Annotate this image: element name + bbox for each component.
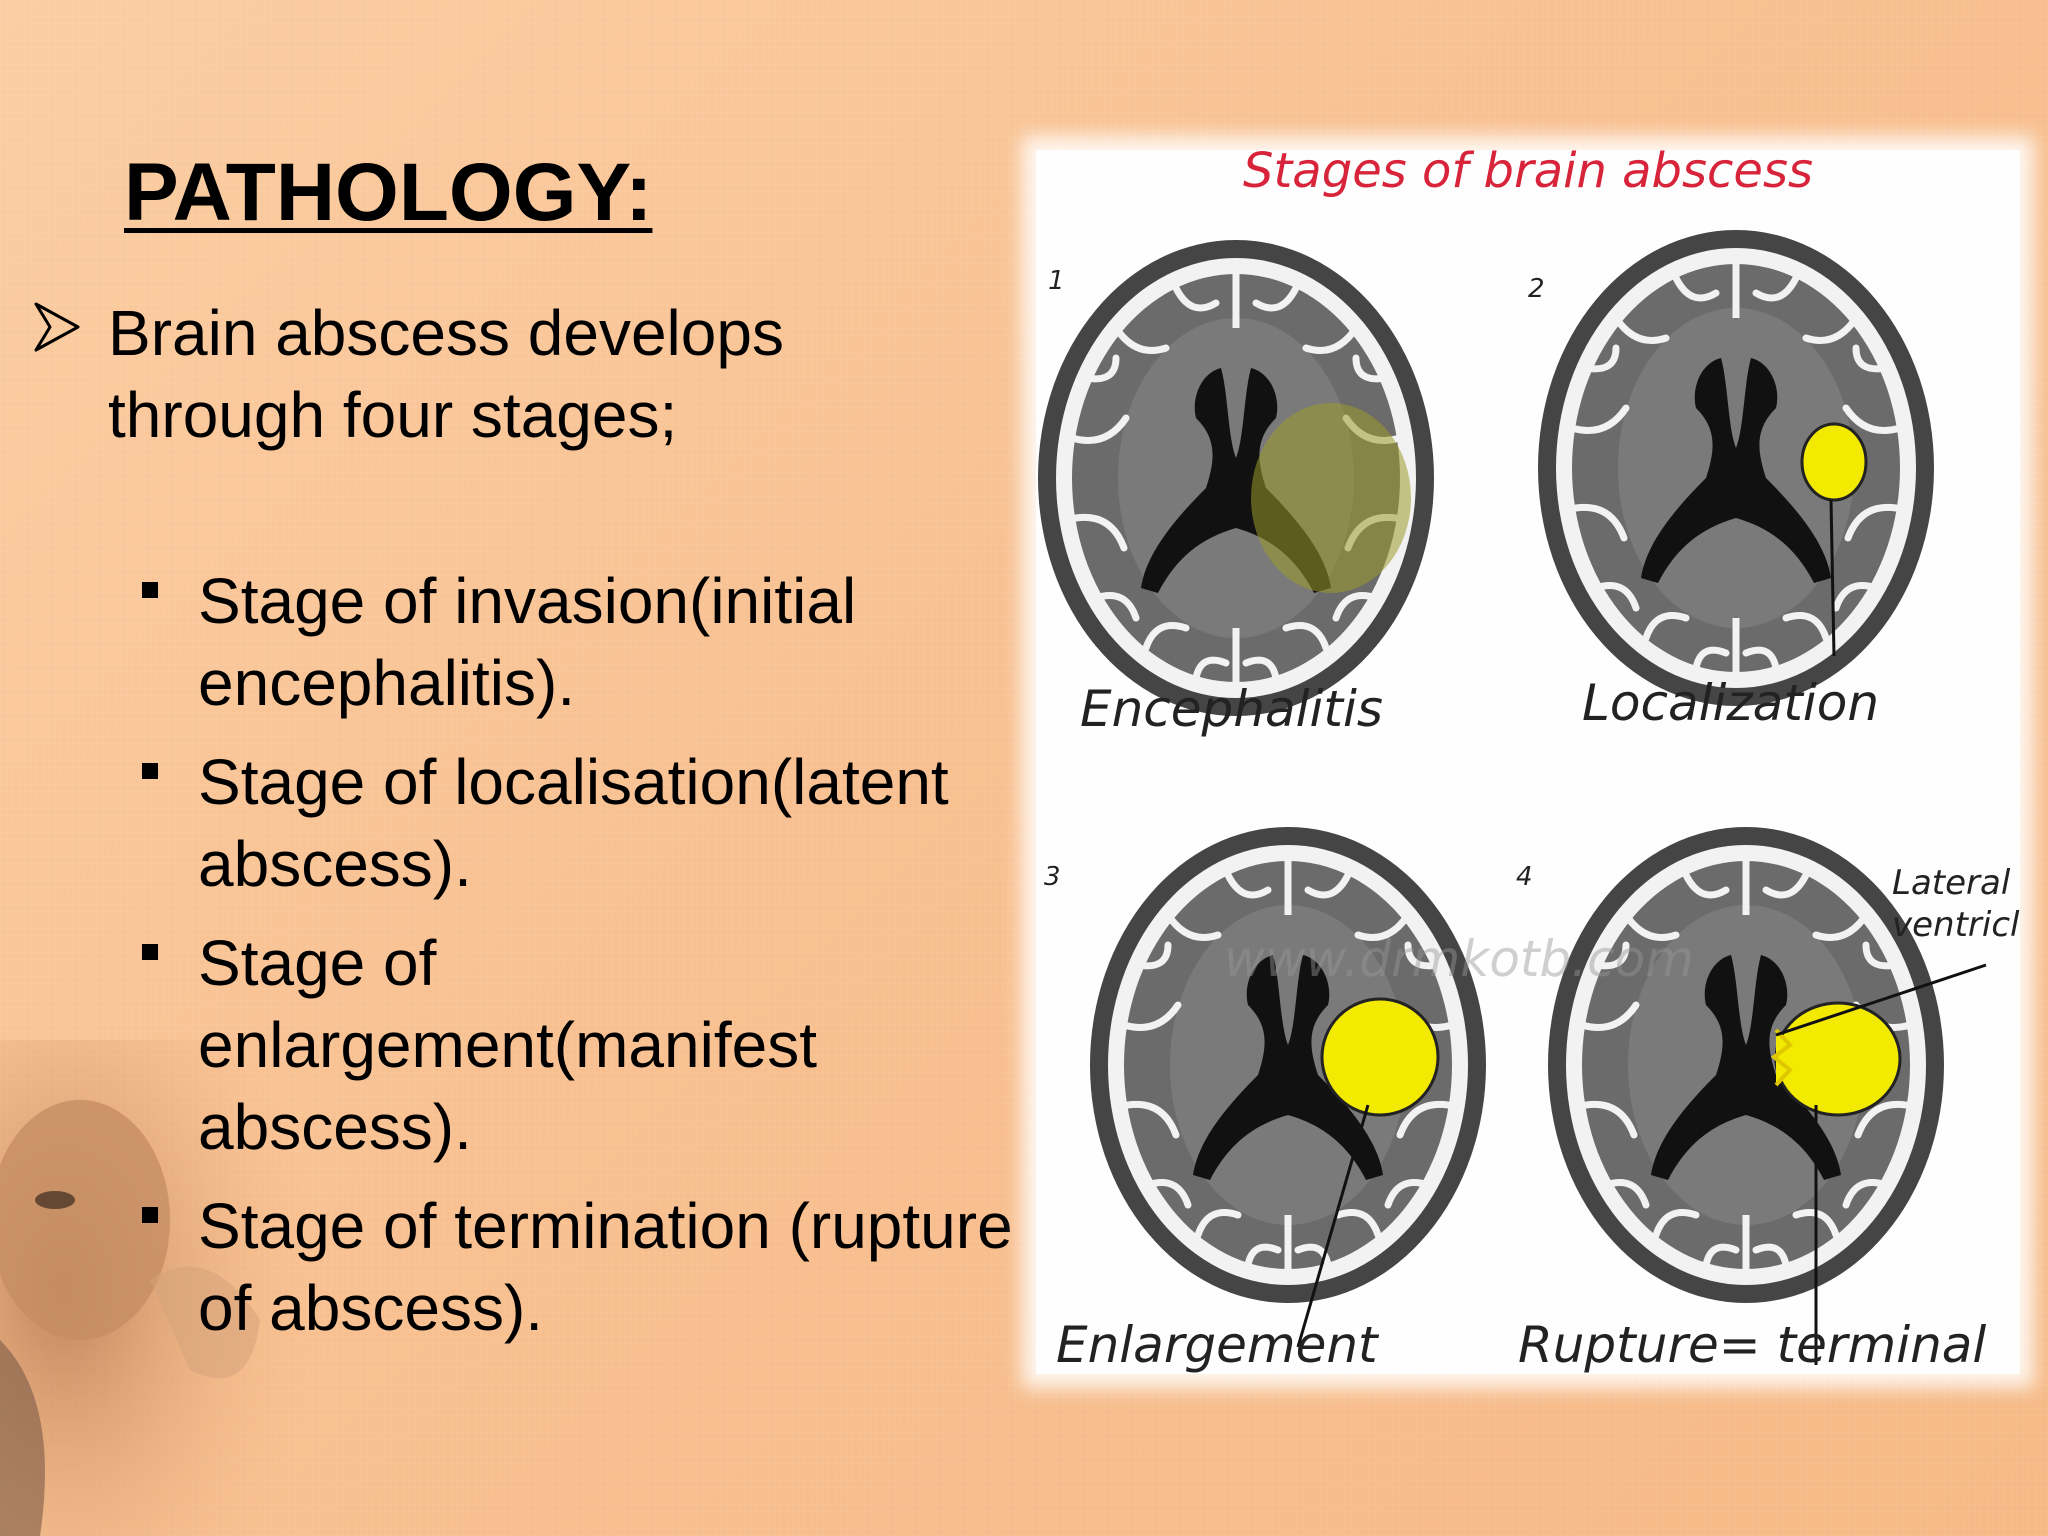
brain-stage-2: [1538, 230, 1934, 706]
stage-list-item: Stage of enlargement(manifest abscess).: [130, 922, 1030, 1168]
watermark: www.drmkotb.com: [1224, 930, 1694, 988]
stage-label: Enlargement: [1056, 1316, 1378, 1374]
brain-stage-1: [1038, 240, 1434, 716]
main-bullet: Brain abscess develops through four stag…: [34, 292, 1014, 456]
callout-line-1: Lateral: [1892, 863, 2011, 903]
stage-number: 2: [1528, 274, 1545, 304]
stage-number: 4: [1516, 862, 1533, 892]
square-bullet-icon: [142, 944, 158, 960]
stage-text: Stage of termination (rupture of abscess…: [198, 1190, 1013, 1344]
stage-text: Stage of enlargement(manifest abscess).: [198, 927, 817, 1163]
stage-list-item: Stage of localisation(latent abscess).: [130, 741, 1030, 905]
brain-stage-3: [1090, 827, 1486, 1348]
square-bullet-icon: [142, 1207, 158, 1223]
figure-title: Stages of brain abscess: [1243, 143, 1813, 199]
brain-abscess-figure: Stages of brain abscess 1 2 3 4 Encephal…: [1036, 143, 2020, 1374]
speaker-portrait-image: [0, 1040, 320, 1536]
brain-diagram: [1036, 150, 1987, 1365]
stage-text: Stage of localisation(latent abscess).: [198, 746, 949, 900]
stage-number: 1: [1048, 266, 1065, 296]
stage-list: Stage of invasion(initial encephalitis).…: [130, 560, 1030, 1366]
stage-number: 3: [1044, 862, 1061, 892]
brain-stage-4: [1548, 827, 1987, 1365]
stage-label: Rupture= terminal: [1518, 1316, 1987, 1374]
square-bullet-icon: [142, 582, 158, 598]
main-bullet-text: Brain abscess develops through four stag…: [108, 297, 784, 451]
lateral-ventricle-callout: Lateral ventricle: [1892, 862, 2020, 946]
stage-label: Localization: [1582, 674, 1880, 732]
callout-line-2: ventricle: [1892, 905, 2020, 945]
arrowhead-bullet-icon: [34, 302, 80, 352]
square-bullet-icon: [142, 763, 158, 779]
stage-list-item: Stage of invasion(initial encephalitis).: [130, 560, 1030, 724]
stage-label: Encephalitis: [1080, 680, 1383, 738]
stage-text: Stage of invasion(initial encephalitis).: [198, 565, 857, 719]
slide-title: PATHOLOGY:: [124, 147, 653, 238]
stage-list-item: Stage of termination (rupture of abscess…: [130, 1185, 1030, 1349]
